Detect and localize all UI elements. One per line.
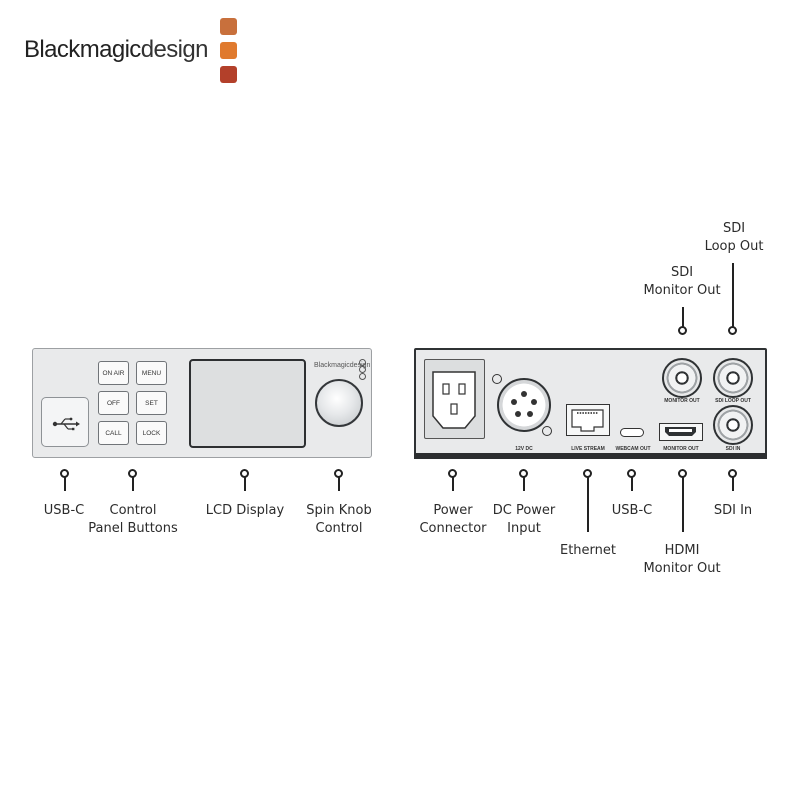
sdi-monitor-out-connector <box>662 358 702 398</box>
power-connector <box>424 359 485 439</box>
usb-icon <box>52 417 80 431</box>
logo-square-top <box>220 18 237 35</box>
ethernet-port <box>566 404 610 436</box>
hdmi-port-label: MONITOR OUT <box>663 446 699 452</box>
callout-usb-c-rear: USB-C <box>611 503 653 518</box>
callout-line <box>337 477 340 491</box>
callout-line <box>131 477 134 491</box>
callout-line <box>681 477 684 532</box>
lock-button[interactable]: LOCK <box>136 421 167 445</box>
sdi-in-port-label: SDI IN <box>725 446 741 452</box>
sdi-loop-out-port-label: SDI LOOP OUT <box>715 398 751 404</box>
callout-line <box>731 477 734 491</box>
hdmi-icon <box>665 427 696 436</box>
callout-line <box>243 477 246 491</box>
logo-square-middle <box>220 42 237 59</box>
webcam-out-port-label: WEBCAM OUT <box>615 446 651 452</box>
front-usb-c-port <box>41 397 89 447</box>
callout-line <box>681 307 684 327</box>
callout-marker <box>728 326 737 335</box>
menu-button[interactable]: MENU <box>136 361 167 385</box>
sdi-in-connector <box>713 405 753 445</box>
spin-knob[interactable] <box>315 379 363 427</box>
callout-line <box>586 477 589 532</box>
callout-sdi-in: SDI In <box>713 503 753 518</box>
sdi-monitor-out-port-label: MONITOR OUT <box>664 398 700 404</box>
callout-lcd-display: LCD Display <box>205 503 285 518</box>
on-air-button[interactable]: ON AIR <box>98 361 129 385</box>
callout-line <box>630 477 633 491</box>
lcd-display <box>189 359 306 448</box>
callout-line <box>731 263 734 327</box>
callout-line <box>522 477 525 491</box>
indicator-dot <box>359 366 366 373</box>
sdi-loop-out-connector <box>713 358 753 398</box>
logo-square-bottom <box>220 66 237 83</box>
brand-logo-text: Blackmagicdesign <box>24 36 208 63</box>
callout-usb-c-front: USB-C <box>43 503 85 518</box>
front-brand-small: Blackmagicdesign <box>314 362 371 369</box>
set-button[interactable]: SET <box>136 391 167 415</box>
callout-marker <box>678 326 687 335</box>
iec-socket-icon <box>432 371 476 429</box>
off-button[interactable]: OFF <box>98 391 129 415</box>
indicator-dot <box>359 359 366 366</box>
xlr-dc-connector <box>497 378 551 432</box>
hdmi-port <box>659 423 703 441</box>
callout-ethernet: Ethernet <box>560 543 616 558</box>
rj45-icon <box>571 409 604 432</box>
callout-line <box>451 477 454 491</box>
indicator-dot <box>359 373 366 380</box>
rear-panel-base <box>414 453 767 459</box>
dc-port-label: 12V DC <box>515 446 533 452</box>
xlr-pins-icon <box>511 391 537 417</box>
call-button[interactable]: CALL <box>98 421 129 445</box>
live-stream-port-label: LIVE STREAM <box>571 446 605 452</box>
screw-icon <box>492 374 502 384</box>
screw-icon <box>542 426 552 436</box>
rear-usb-c-port <box>620 428 644 437</box>
callout-line <box>63 477 66 491</box>
